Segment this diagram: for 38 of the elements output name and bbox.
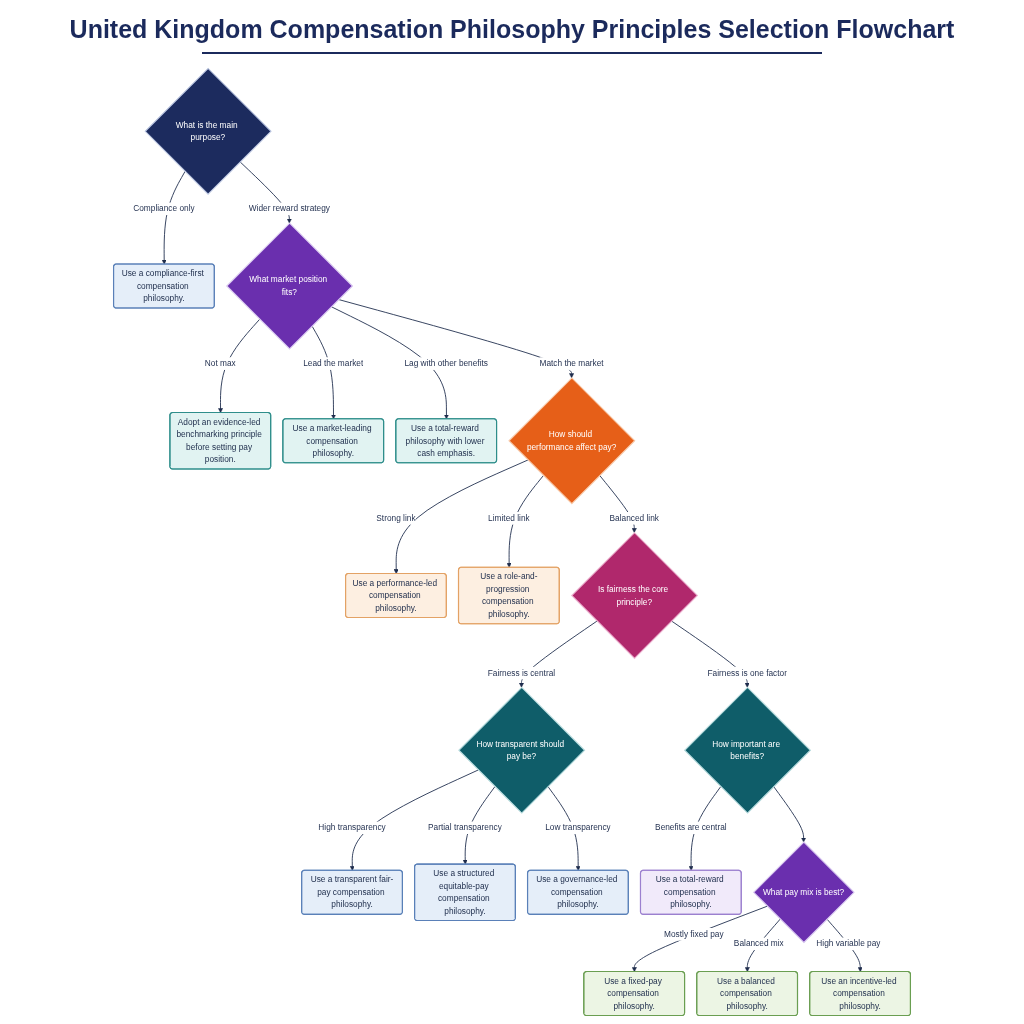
- result-box: Use a governance-led compensation philosophy.: [527, 869, 629, 915]
- edge-label: Partial transparency: [428, 821, 502, 834]
- decision-diamond: How should performance affect pay?: [508, 377, 636, 505]
- edge-label: High variable pay: [816, 937, 881, 950]
- result-box: Use a total-reward compensation philosophy.: [639, 869, 742, 915]
- result-box: Use a performance-led compensation philosophy.: [345, 572, 447, 619]
- edge-label: Low transparency: [545, 821, 611, 834]
- edge-label: Match the market: [539, 357, 604, 370]
- result-box: Use a market-leading compensation philosophy.: [282, 418, 385, 464]
- result-box: Use a structured equitable-pay compensation philosophy.: [414, 863, 516, 922]
- result-box: Use a balanced compensation philosophy.: [696, 971, 799, 1017]
- result-box: Use a total-reward philosophy with lower cash emphasis.: [395, 418, 498, 464]
- result-box: Use a compliance-first compensation philosophy.: [113, 263, 215, 309]
- decision-diamond: Is fairness the core principle?: [570, 531, 699, 660]
- edge-label: Strong link: [376, 511, 416, 525]
- edge-label: High transparency: [318, 821, 386, 834]
- edge-label: Mostly fixed pay: [664, 928, 724, 941]
- result-box: Use a role-and-progression compensation philosophy.: [457, 566, 560, 625]
- decision-diamond: What is the main purpose?: [144, 67, 272, 195]
- edge-label: Wider reward strategy: [248, 202, 330, 215]
- decision-diamond: How transparent should pay be?: [458, 686, 586, 814]
- edge-label: Benefits are central: [655, 821, 727, 834]
- edge-label: Compliance only: [133, 202, 195, 215]
- decision-diamond: How important are benefits?: [683, 686, 812, 814]
- edge-label: Fairness is one factor: [707, 666, 787, 680]
- result-box: Use a fixed-pay compensation philosophy.: [583, 971, 686, 1017]
- edge-label: Lag with other benefits: [404, 357, 488, 370]
- result-box: Use an incentive-led compensation philosophy.: [809, 971, 911, 1017]
- edge-label: Balanced mix: [733, 937, 784, 950]
- edge-label: Limited link: [488, 511, 530, 525]
- decision-diamond: What market position fits?: [226, 222, 354, 350]
- edge-label: Fairness is central: [487, 666, 556, 680]
- edge-label: Lead the market: [303, 357, 364, 370]
- edge-label: Balanced link: [609, 511, 659, 525]
- edge-label: Not max: [204, 357, 236, 370]
- result-box: Adopt an evidence-led benchmarking principle before setting pay position.: [169, 411, 272, 470]
- title: United Kingdom Compensation Philosophy Principles Selection Flowchart: [69, 14, 955, 44]
- result-box: Use a transparent fair-pay compensation philosophy.: [301, 869, 403, 915]
